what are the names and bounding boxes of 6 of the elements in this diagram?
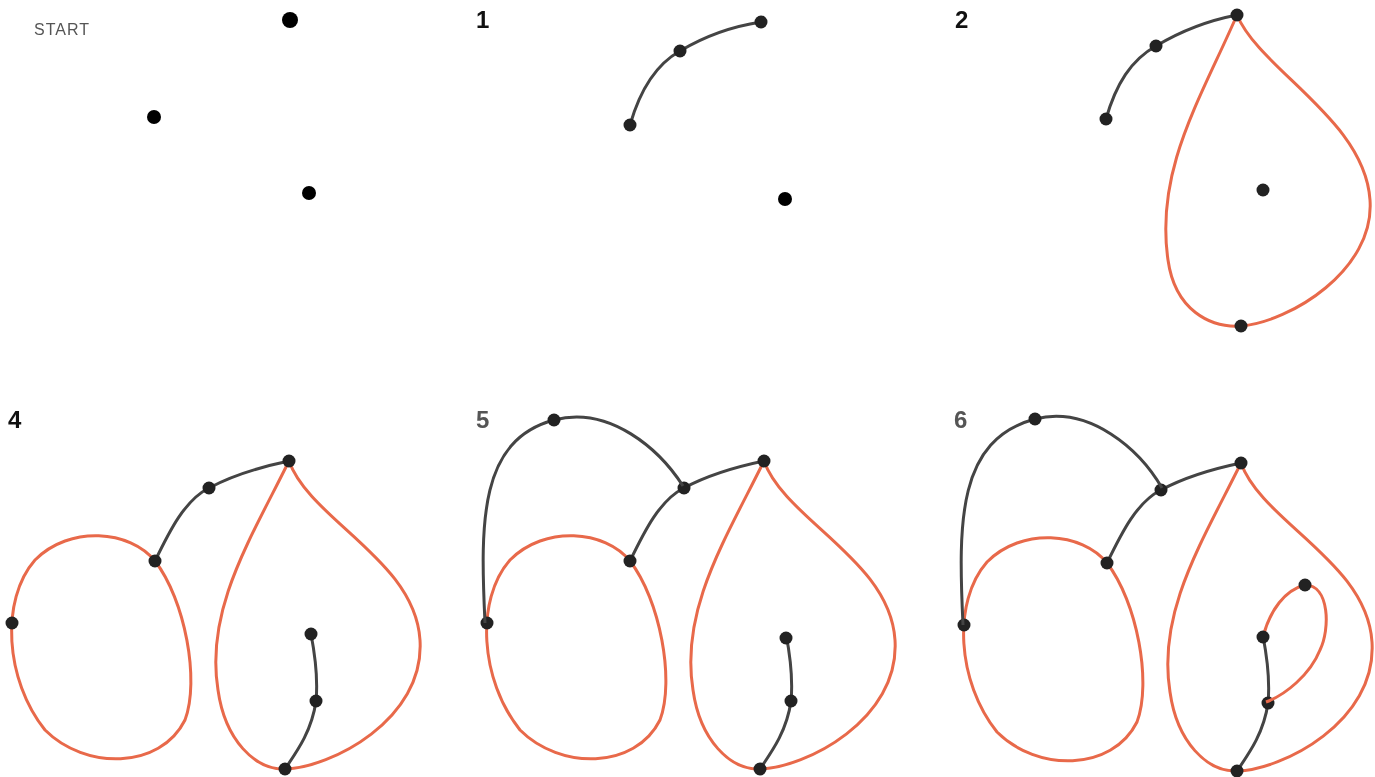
step-number: 5 bbox=[476, 408, 490, 432]
step-number: 1 bbox=[476, 8, 490, 32]
step-number: 2 bbox=[955, 8, 969, 32]
step-number: 6 bbox=[954, 408, 968, 432]
step-number: 4 bbox=[8, 408, 22, 432]
start-label: START bbox=[34, 22, 90, 38]
